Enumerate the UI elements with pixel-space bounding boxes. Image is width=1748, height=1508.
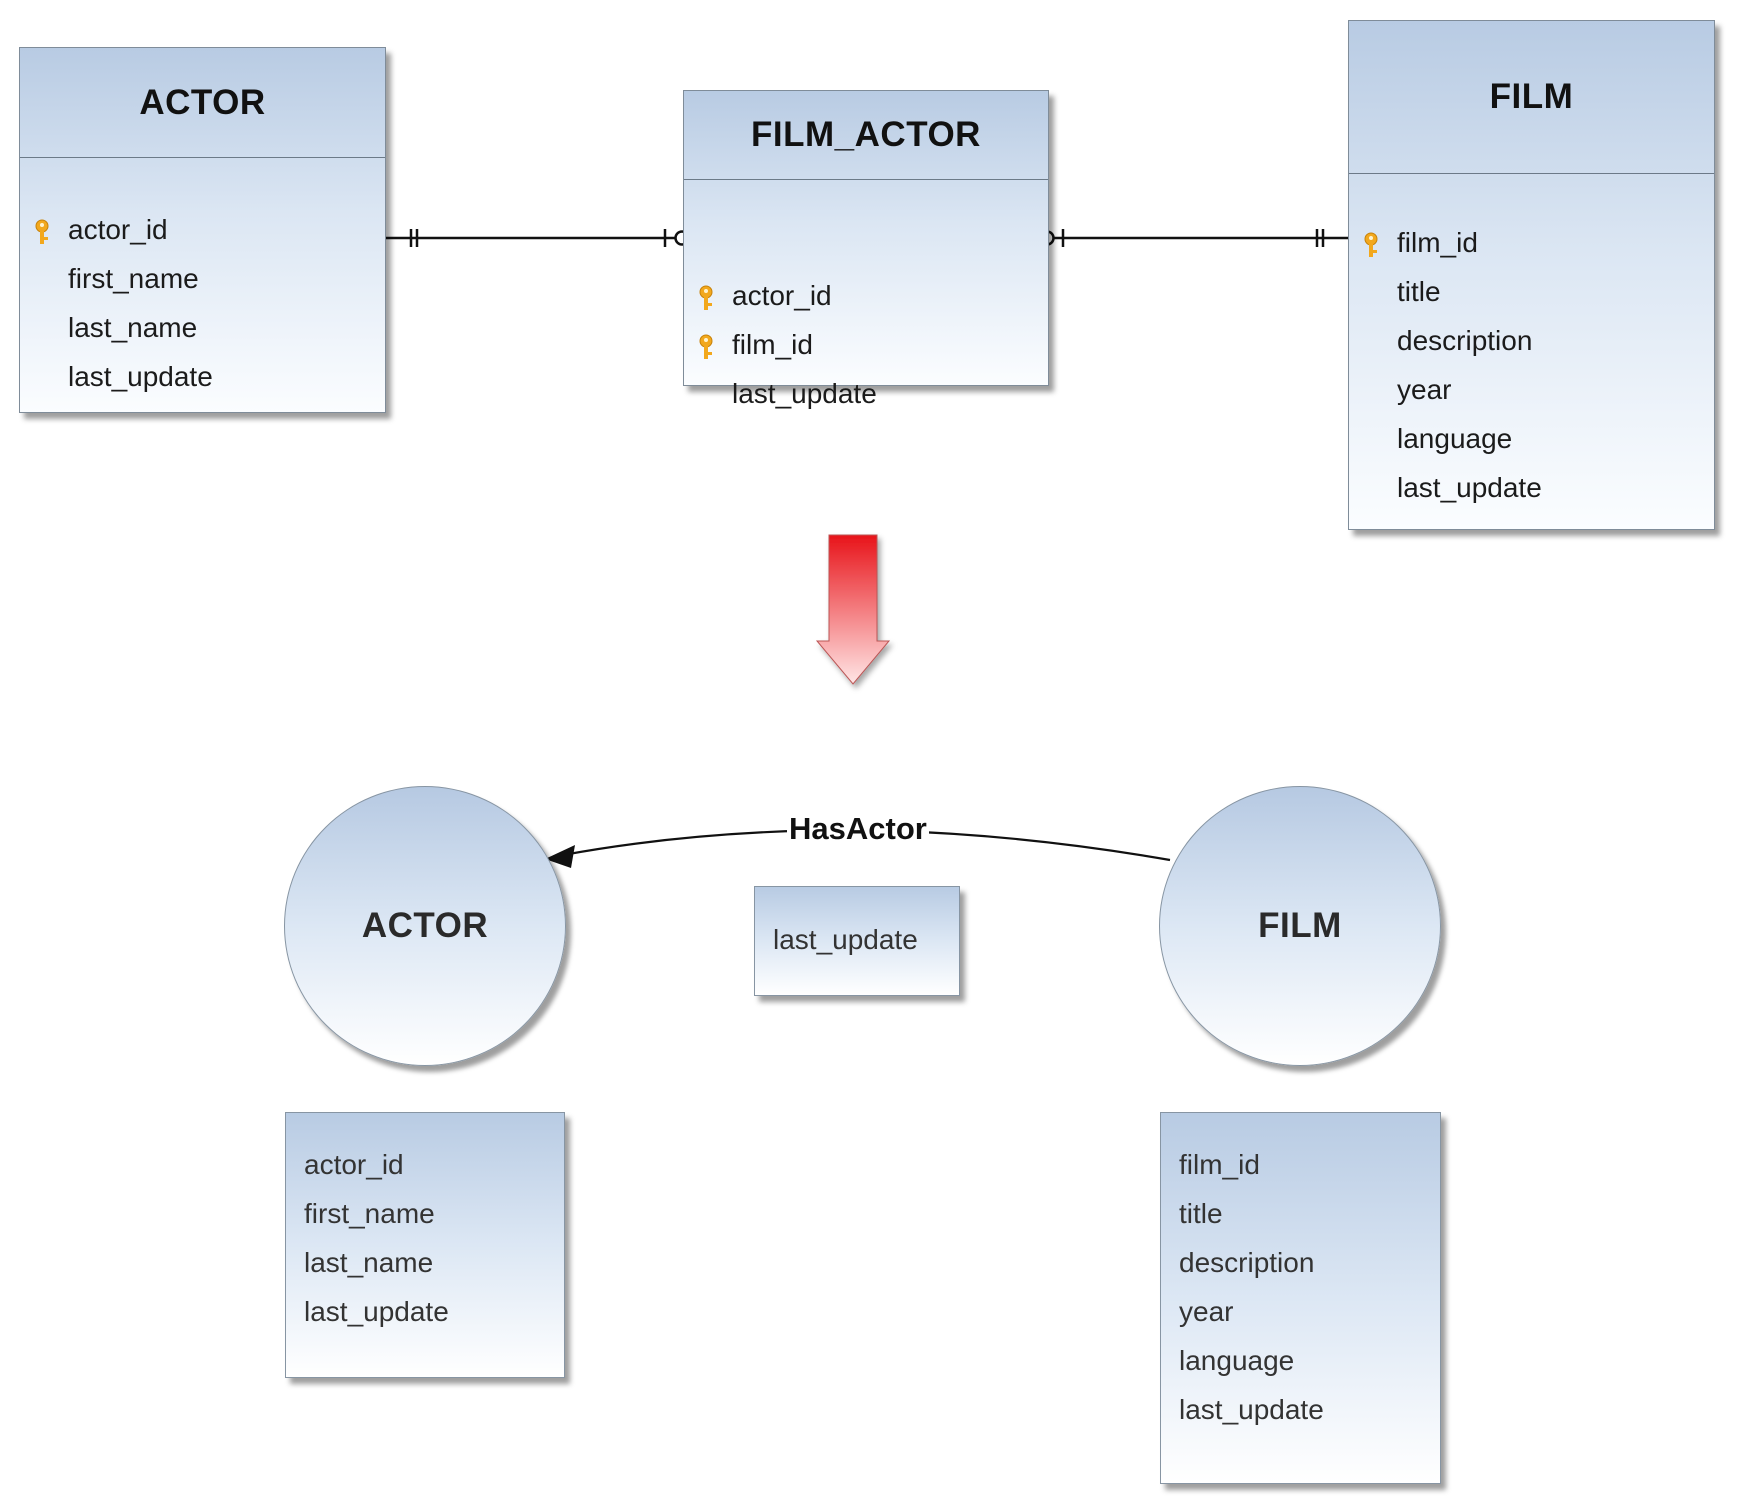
attribute-row: film_id	[684, 320, 1048, 369]
actor-properties-box[interactable]: actor_id first_name last_name last_updat…	[285, 1112, 565, 1378]
attribute-name: year	[1397, 374, 1452, 405]
attribute-list: actor_id first_name last_name last_updat…	[20, 214, 385, 401]
property-name: year	[1179, 1296, 1234, 1327]
edge-properties-box[interactable]: last_update	[754, 886, 960, 996]
key-icon	[697, 280, 715, 310]
entity-actor[interactable]: ACTOR actor_id first_name last_name last…	[19, 47, 386, 413]
property-row: first_name	[286, 1189, 564, 1238]
node-label: ACTOR	[361, 906, 489, 945]
property-row: language	[1161, 1336, 1440, 1385]
key-icon	[1362, 227, 1380, 257]
node-label: FILM	[1258, 906, 1342, 945]
property-name: last_name	[304, 1247, 434, 1278]
attribute-name: last_update	[732, 378, 877, 409]
attribute-name: language	[1397, 423, 1513, 454]
attribute-row: last_name	[20, 303, 385, 352]
attribute-name: title	[1397, 276, 1441, 307]
entity-title: FILM_ACTOR	[684, 91, 1048, 180]
property-row: last_name	[286, 1238, 564, 1287]
edge-label: HasActor	[787, 811, 929, 847]
property-row: last_update	[286, 1287, 564, 1336]
attribute-name: description	[1397, 325, 1533, 356]
attribute-row: film_id	[1349, 218, 1714, 267]
arrow-down-icon	[815, 534, 891, 685]
attribute-row: first_name	[20, 254, 385, 303]
property-name: first_name	[304, 1198, 435, 1229]
attribute-name: actor_id	[68, 214, 168, 245]
attribute-row: year	[1349, 365, 1714, 414]
property-name: last_update	[304, 1296, 449, 1327]
property-row: last_update	[755, 915, 959, 964]
property-row: description	[1161, 1238, 1440, 1287]
attribute-name: last_update	[1397, 472, 1542, 503]
attribute-row: actor_id	[20, 205, 385, 254]
property-name: last_update	[1179, 1394, 1324, 1425]
property-row: title	[1161, 1189, 1440, 1238]
film-properties-box[interactable]: film_id title description year language …	[1160, 1112, 1441, 1484]
property-name: actor_id	[304, 1149, 404, 1180]
property-row: last_update	[1161, 1385, 1440, 1434]
attribute-row: language	[1349, 414, 1714, 463]
attribute-row: actor_id	[684, 271, 1048, 320]
property-name: last_update	[773, 924, 918, 955]
attribute-name: first_name	[68, 263, 199, 294]
relationship-actor-film-actor	[386, 229, 690, 247]
property-name: title	[1179, 1198, 1223, 1229]
attribute-row: last_update	[684, 369, 1048, 418]
attribute-name: film_id	[732, 329, 813, 360]
attribute-name: last_name	[68, 312, 198, 343]
property-name: film_id	[1179, 1149, 1260, 1180]
attribute-row: last_update	[20, 352, 385, 401]
graph-node-film[interactable]: FILM	[1159, 786, 1441, 1066]
attribute-name: film_id	[1397, 227, 1478, 258]
attribute-list: film_id title description year language …	[1349, 227, 1714, 512]
property-row: year	[1161, 1287, 1440, 1336]
attribute-list: actor_id film_id last_update	[684, 280, 1048, 418]
property-name: language	[1179, 1345, 1295, 1376]
entity-title: ACTOR	[20, 48, 385, 158]
entity-film-actor[interactable]: FILM_ACTOR actor_id film_id last_update	[683, 90, 1049, 409]
key-icon	[697, 329, 715, 359]
attribute-row: description	[1349, 316, 1714, 365]
graph-node-actor[interactable]: ACTOR	[284, 786, 566, 1066]
entity-title: FILM	[1349, 21, 1714, 174]
property-row: actor_id	[286, 1140, 564, 1189]
property-name: description	[1179, 1247, 1315, 1278]
relationship-film-actor-film	[1039, 229, 1348, 247]
attribute-row: title	[1349, 267, 1714, 316]
key-icon	[33, 214, 51, 244]
entity-film[interactable]: FILM film_id title description year lang…	[1348, 20, 1715, 530]
property-row: film_id	[1161, 1140, 1440, 1189]
attribute-row: last_update	[1349, 463, 1714, 512]
attribute-name: actor_id	[732, 280, 832, 311]
attribute-name: last_update	[68, 361, 213, 392]
